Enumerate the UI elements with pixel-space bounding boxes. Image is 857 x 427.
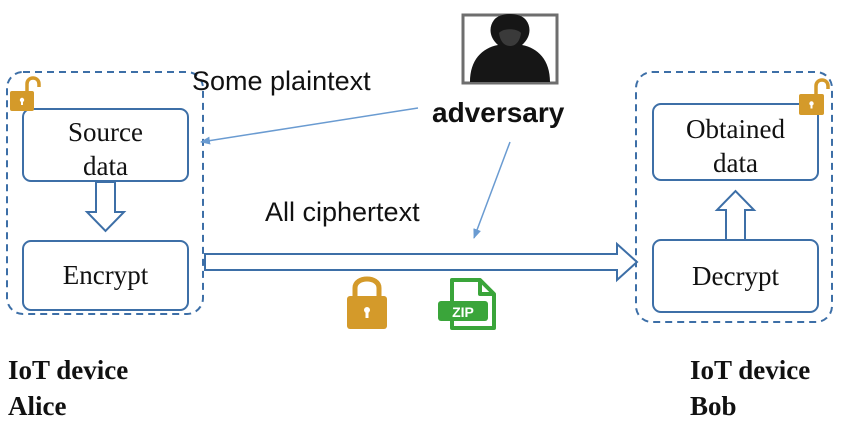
plaintext-leak-arrow xyxy=(200,107,419,145)
zip-icon-label: ZIP xyxy=(452,304,474,320)
alice-caption: IoT device Alice xyxy=(8,352,128,425)
bob-caption-line1: IoT device xyxy=(690,355,811,385)
unlock-icon xyxy=(799,78,830,115)
decrypt-label: Decrypt xyxy=(692,261,779,291)
ciphertext-label: All ciphertext xyxy=(265,197,420,227)
obtained-data-line1: Obtained xyxy=(686,114,785,144)
bob-caption: IoT device Bob xyxy=(690,352,810,425)
ciphertext-intercept-arrow xyxy=(473,141,511,239)
source-data-line1: Source xyxy=(68,117,143,147)
obtained-data-box xyxy=(652,103,819,181)
source-to-encrypt-arrow xyxy=(84,181,127,233)
hacker-icon xyxy=(461,13,559,85)
decrypt-to-obtained-arrow xyxy=(714,189,757,241)
alice-caption-line1: IoT device xyxy=(8,355,129,385)
encrypt-box xyxy=(22,240,189,311)
source-data-line2: data xyxy=(83,151,128,181)
bob-caption-line2: Bob xyxy=(690,391,737,422)
alice-caption-line2: Alice xyxy=(8,391,67,422)
unlock-icon xyxy=(10,76,41,111)
alice-device-container xyxy=(6,71,204,315)
zip-file-icon: ZIP xyxy=(438,278,496,330)
encrypt-label: Encrypt xyxy=(62,260,149,290)
adversary-label: adversary xyxy=(432,97,565,128)
obtained-data-line2: data xyxy=(713,148,758,178)
plaintext-label: Some plaintext xyxy=(192,66,371,96)
source-data-label: Source data xyxy=(23,115,188,183)
lock-icon xyxy=(347,276,387,329)
transmission-arrow xyxy=(204,241,639,283)
obtained-data-label: Obtained data xyxy=(653,112,818,180)
